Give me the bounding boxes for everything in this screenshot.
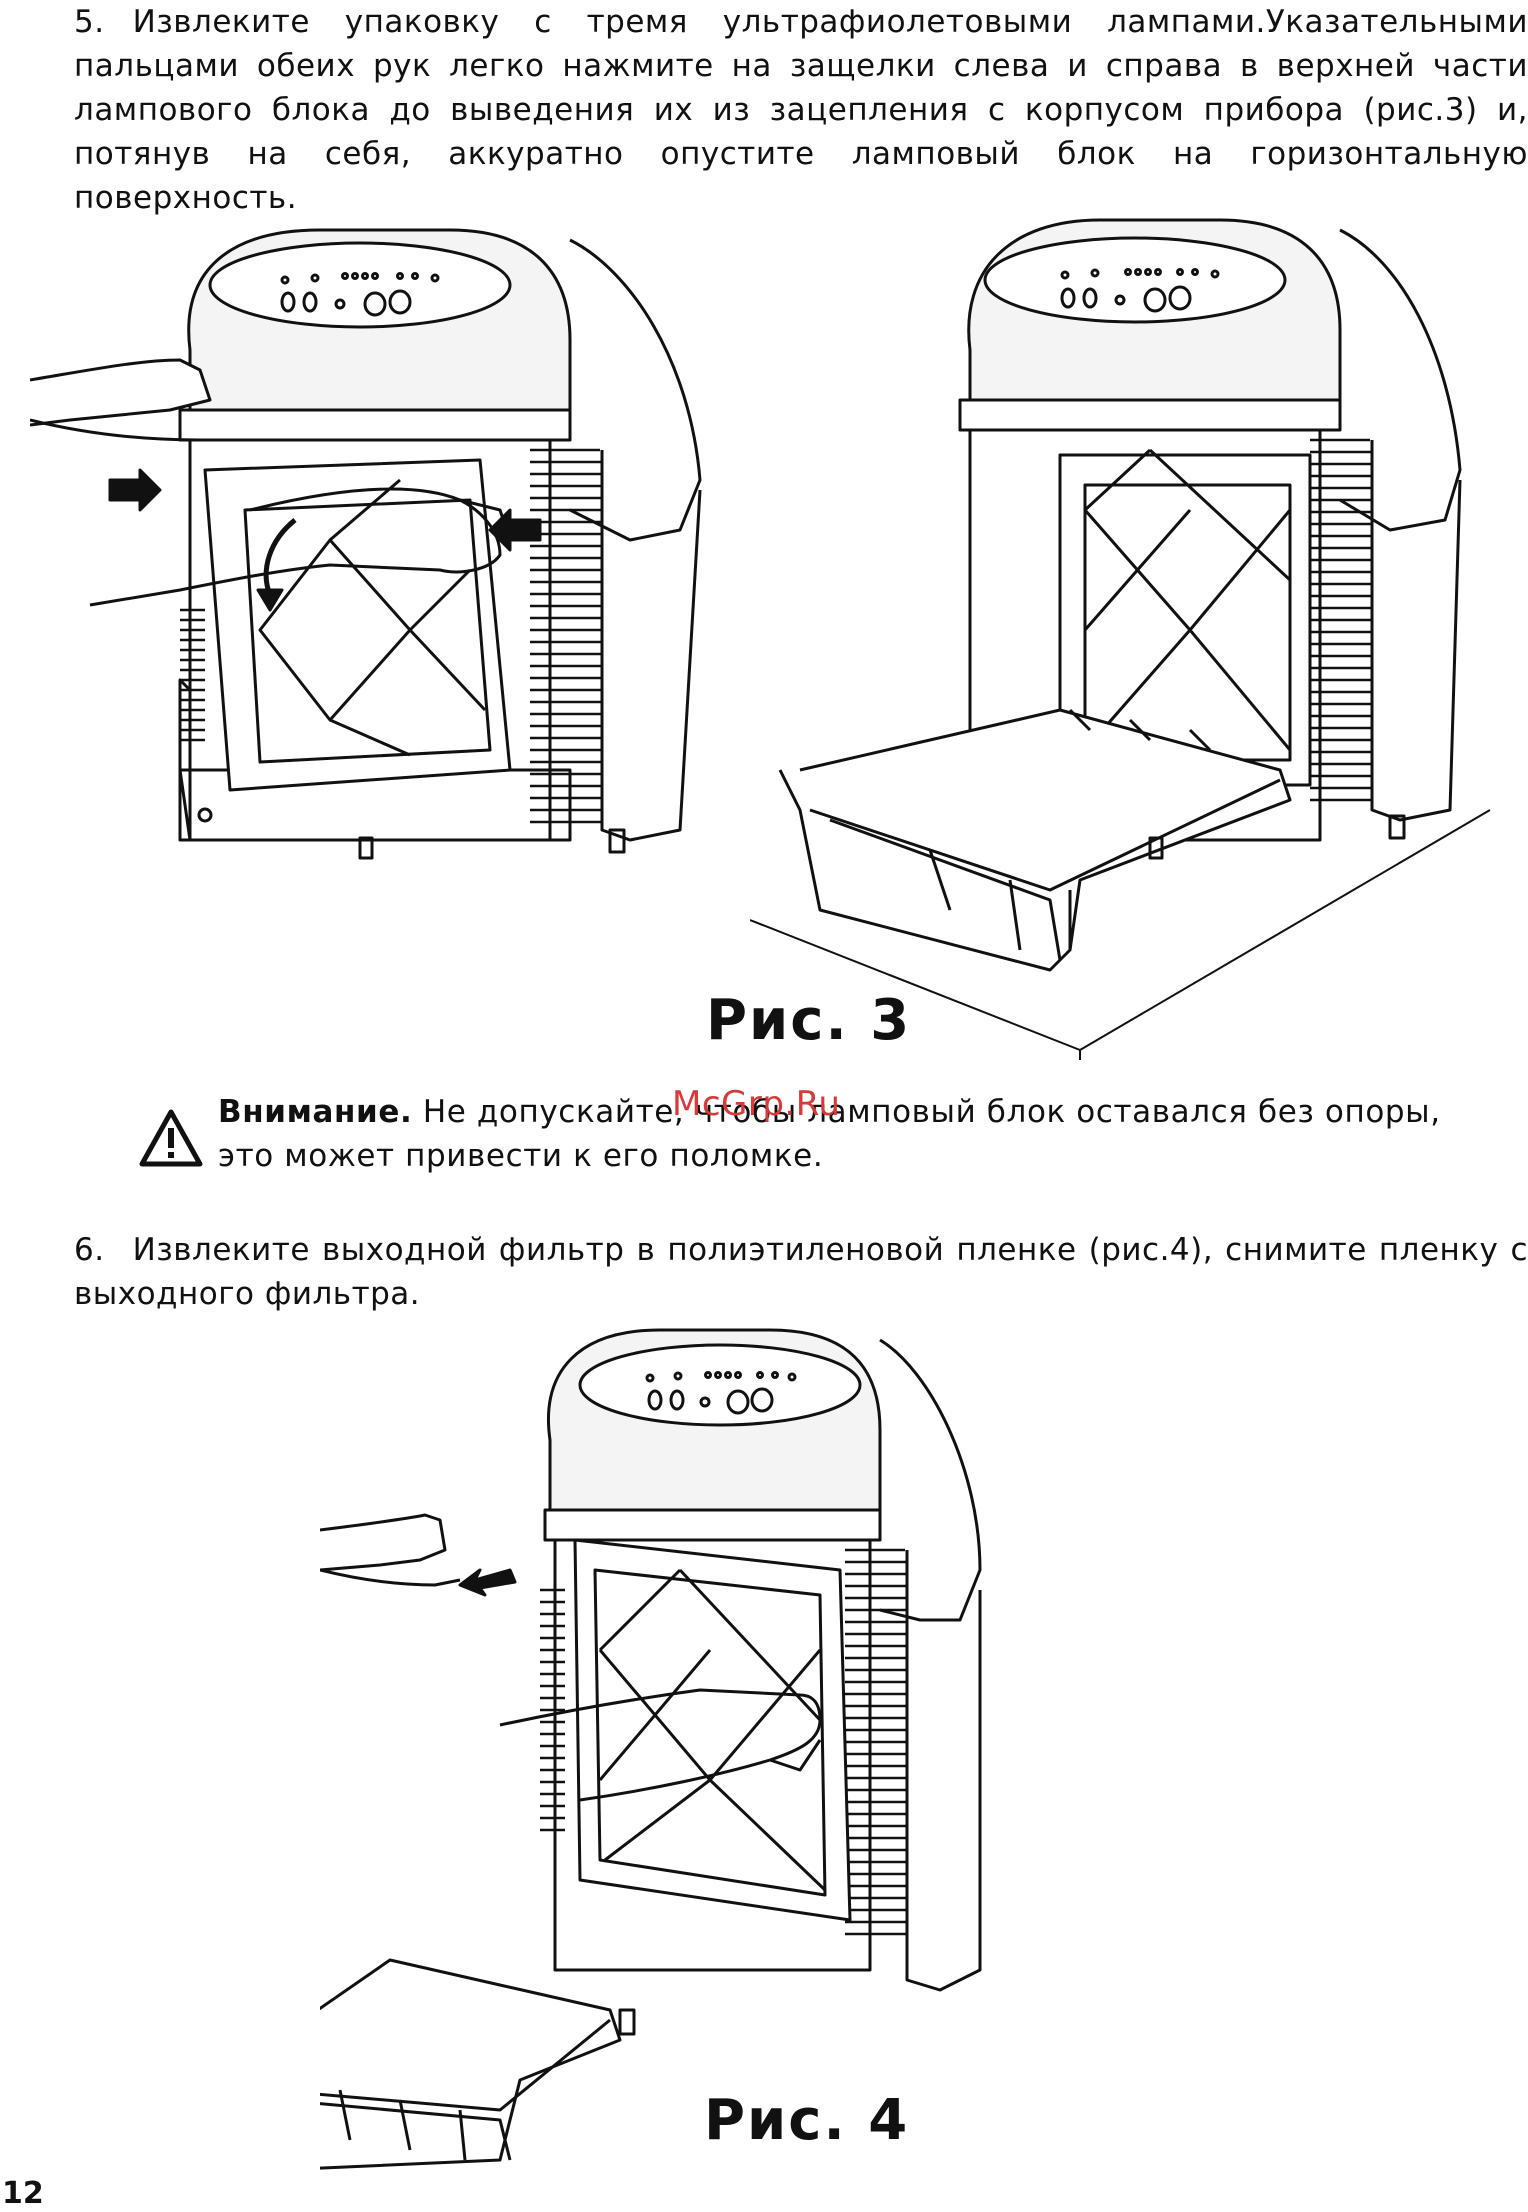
figure-4-illustration [320, 1328, 982, 2170]
warning-triangle-icon [139, 1109, 203, 1167]
figure-3-right-illustration [750, 218, 1491, 1060]
step-6-paragraph: 6.Извлеките выходной фильтр в полиэтилен… [74, 1228, 1528, 1316]
page-number: 12 [2, 2176, 44, 2211]
step-5-number: 5. [74, 4, 105, 40]
figure-4-caption: Рис. 4 [704, 2088, 910, 2153]
figure-3-left-illustration [30, 228, 702, 860]
step-6-number: 6. [74, 1232, 105, 1268]
figure-3-caption: Рис. 3 [706, 988, 912, 1053]
warning-text: Внимание. Не допускайте, чтобы ламповый … [218, 1090, 1458, 1178]
step-6-text: Извлеките выходной фильтр в полиэтиленов… [74, 1232, 1528, 1312]
step-5-text: Извлеките упаковку с тремя ультрафиолето… [74, 4, 1528, 216]
watermark: McGrp.Ru [672, 1084, 841, 1124]
warning-body: Не допускайте, чтобы ламповый блок остав… [218, 1094, 1441, 1174]
step-5-paragraph: 5.Извлеките упаковку с тремя ультрафиоле… [74, 0, 1528, 220]
warning-title: Внимание. [218, 1094, 413, 1130]
